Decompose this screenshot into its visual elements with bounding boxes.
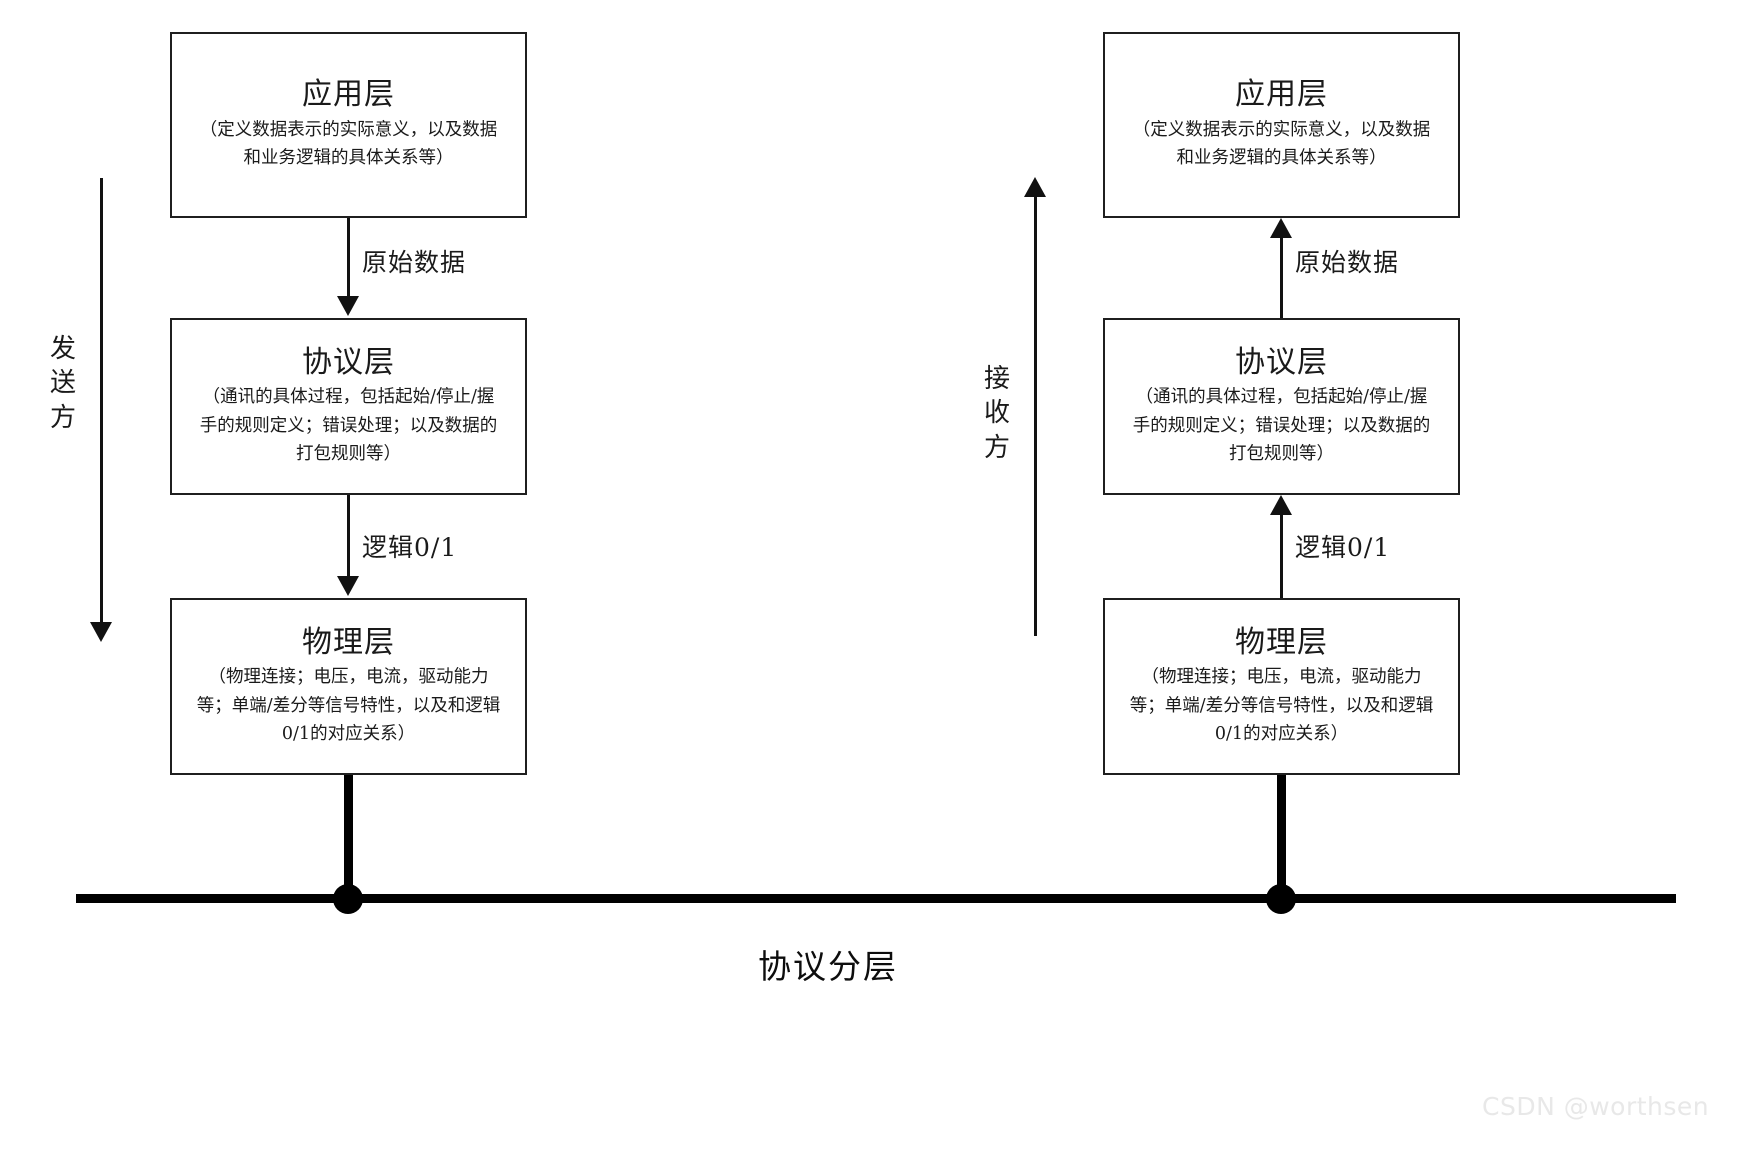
sender-flow-arrowhead-logic-bits: [337, 576, 359, 596]
sender-direction-label: 发送方: [49, 334, 76, 433]
shared-bus-line: [76, 894, 1676, 903]
receiver-layer-physical[interactable]: 物理层 （物理连接；电压，电流，驱动能力 等；单端/差分等信号特性，以及和逻辑 …: [1103, 598, 1460, 775]
receiver-layer-protocol[interactable]: 协议层 （通讯的具体过程，包括起始/停止/握 手的规则定义；错误处理；以及数据的…: [1103, 318, 1460, 495]
layer-description-line: 等；单端/差分等信号特性，以及和逻辑: [1129, 695, 1434, 716]
sender-direction-arrowhead: [90, 622, 112, 642]
layer-description: （定义数据表示的实际意义，以及数据 和业务逻辑的具体关系等）: [1119, 116, 1445, 173]
layer-title: 应用层: [302, 77, 395, 113]
receiver-layer-application[interactable]: 应用层 （定义数据表示的实际意义，以及数据 和业务逻辑的具体关系等）: [1103, 32, 1460, 218]
layer-description-line: 等；单端/差分等信号特性，以及和逻辑: [196, 695, 501, 716]
receiver-bus-stem: [1277, 775, 1286, 901]
receiver-flow-line-raw-data: [1280, 237, 1283, 318]
layer-title: 应用层: [1235, 77, 1328, 113]
sender-layer-application[interactable]: 应用层 （定义数据表示的实际意义，以及数据 和业务逻辑的具体关系等）: [170, 32, 527, 218]
receiver-direction-arrowhead: [1024, 177, 1046, 197]
layer-description: （通讯的具体过程，包括起始/停止/握 手的规则定义；错误处理；以及数据的 打包规…: [1119, 383, 1445, 468]
layer-description-line: 和业务逻辑的具体关系等）: [1176, 148, 1387, 169]
layer-title: 物理层: [302, 624, 395, 660]
receiver-flow-label-raw-data: 原始数据: [1295, 248, 1400, 277]
layer-description-line: 打包规则等）: [296, 443, 401, 464]
receiver-direction-line: [1034, 196, 1037, 636]
layer-description-line: （物理连接；电压，电流，驱动能力: [1141, 667, 1422, 688]
layer-description-line: 0/1的对应关系）: [1214, 723, 1349, 744]
layer-title: 物理层: [1235, 624, 1328, 660]
layer-description: （定义数据表示的实际意义，以及数据 和业务逻辑的具体关系等）: [186, 116, 512, 173]
layer-title: 协议层: [1235, 344, 1328, 380]
layer-description-line: 手的规则定义；错误处理；以及数据的: [1132, 415, 1431, 436]
layer-description-line: （物理连接；电压，电流，驱动能力: [208, 667, 489, 688]
receiver-direction-label: 接收方: [983, 364, 1010, 463]
csdn-watermark: CSDN @worthsen: [1482, 1092, 1710, 1121]
receiver-flow-line-logic-bits: [1280, 514, 1283, 598]
sender-bus-stem: [344, 775, 353, 901]
layer-description-line: （定义数据表示的实际意义，以及数据: [1132, 119, 1431, 140]
layer-description: （通讯的具体过程，包括起始/停止/握 手的规则定义；错误处理；以及数据的 打包规…: [186, 383, 512, 468]
layer-title: 协议层: [302, 344, 395, 380]
diagram-caption: 协议分层: [758, 947, 898, 986]
layer-description-line: （通讯的具体过程，包括起始/停止/握: [1135, 387, 1428, 408]
layer-description-line: 手的规则定义；错误处理；以及数据的: [199, 415, 498, 436]
sender-flow-line-raw-data: [347, 218, 350, 300]
sender-flow-arrowhead-raw-data: [337, 296, 359, 316]
layer-description-line: 和业务逻辑的具体关系等）: [243, 148, 454, 169]
layer-description-line: （通讯的具体过程，包括起始/停止/握: [202, 387, 495, 408]
sender-flow-label-logic-bits: 逻辑0/1: [362, 533, 458, 562]
sender-flow-label-raw-data: 原始数据: [362, 248, 467, 277]
layer-description-line: 0/1的对应关系）: [281, 723, 416, 744]
layer-description-line: 打包规则等）: [1229, 443, 1334, 464]
layer-description: （物理连接；电压，电流，驱动能力 等；单端/差分等信号特性，以及和逻辑 0/1的…: [1116, 663, 1447, 748]
sender-direction-line: [100, 178, 103, 630]
sender-flow-line-logic-bits: [347, 495, 350, 578]
receiver-flow-arrowhead-raw-data: [1270, 218, 1292, 238]
sender-layer-physical[interactable]: 物理层 （物理连接；电压，电流，驱动能力 等；单端/差分等信号特性，以及和逻辑 …: [170, 598, 527, 775]
sender-layer-protocol[interactable]: 协议层 （通讯的具体过程，包括起始/停止/握 手的规则定义；错误处理；以及数据的…: [170, 318, 527, 495]
receiver-flow-label-logic-bits: 逻辑0/1: [1295, 533, 1391, 562]
receiver-flow-arrowhead-logic-bits: [1270, 495, 1292, 515]
layer-description-line: （定义数据表示的实际意义，以及数据: [199, 119, 498, 140]
layer-description: （物理连接；电压，电流，驱动能力 等；单端/差分等信号特性，以及和逻辑 0/1的…: [183, 663, 514, 748]
